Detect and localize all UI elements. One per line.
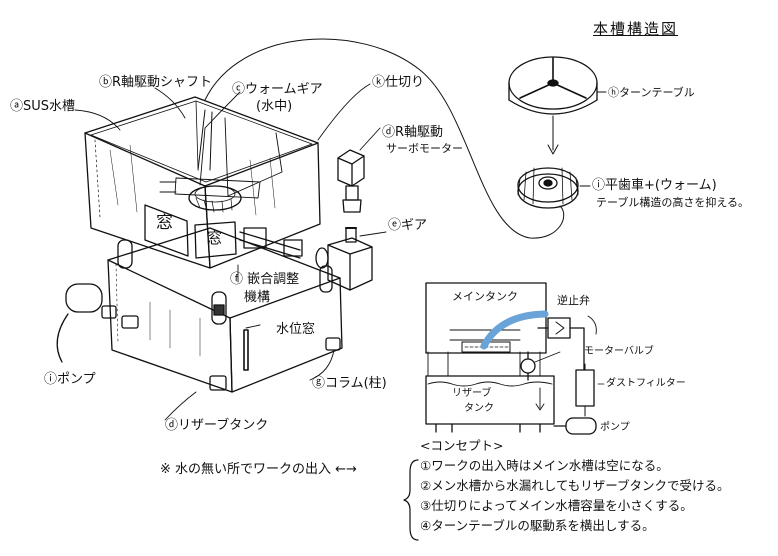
turntable <box>508 56 607 155</box>
label-fitting-mechanism: 機構 <box>244 290 271 305</box>
schematic-dust-filter: ダストフィルター <box>606 378 686 389</box>
label-turntable: ⓗターンテーブル <box>608 86 695 99</box>
diagram-title: 本槽構造図 <box>593 20 679 38</box>
columns <box>117 239 333 325</box>
label-worm-gear-sub: (水中) <box>256 99 293 114</box>
label-servo-motor-sub: サーボモーター <box>386 142 463 155</box>
pump-left <box>56 283 103 363</box>
note-work-entry: ※ 水の無い所でワークの出入 ←→ <box>160 462 357 477</box>
schematic-reserve-1: リザーブ <box>452 388 492 399</box>
concept-item: ②メン水槽から水漏れしてもリザーブタンクで受ける。 <box>420 478 730 493</box>
drive-shaft <box>239 227 329 269</box>
concept-item: ③仕切りによってメイン水槽容量を小さくする。 <box>420 498 693 513</box>
label-pump: ⓘポンプ <box>44 372 96 387</box>
concept-heading: <コンセプト> <box>420 438 504 453</box>
gear-box <box>327 227 373 291</box>
label-spur-gear-note: テーブル構造の高さを抑える。 <box>596 196 750 209</box>
window-char-2: 窓 <box>207 229 223 247</box>
sus-water-tank <box>84 96 321 269</box>
reserve-tank <box>107 227 343 393</box>
label-servo-motor: ⓓR軸駆動 <box>382 125 444 140</box>
label-gear: ⓔギア <box>388 218 428 233</box>
leader-lines <box>74 83 387 421</box>
feet <box>101 305 341 391</box>
label-spur-gear: ⓘ平歯車+(ウォーム) <box>592 178 717 193</box>
schematic-reserve-2: タンク <box>464 403 494 414</box>
concept-item: ①ワークの出入時はメイン水槽は空になる。 <box>420 458 669 473</box>
label-reserve-tank: ⓓリザーブタンク <box>165 418 269 433</box>
concept-block: <コンセプト> ①ワークの出入時はメイン水槽は空になる。 ②メン水槽から水漏れし… <box>420 436 770 536</box>
schematic-motor-valve: モーターバルブ <box>584 346 654 357</box>
label-water-window: 水位窓 <box>276 322 316 337</box>
label-fitting-adjust: ⓕ 嵌合調整 <box>230 272 300 287</box>
servo-motor <box>337 149 365 213</box>
label-partition: ⓚ仕切り <box>372 75 425 90</box>
concept-brace <box>403 459 419 541</box>
window-char-1: 窓 <box>156 213 173 233</box>
label-sus-tank: ⓐSUS水槽 <box>10 99 76 114</box>
spur-gear <box>517 167 591 209</box>
schematic-pump: ポンプ <box>600 422 630 433</box>
label-drive-shaft: ⓑR軸駆動シャフト <box>99 75 213 90</box>
label-worm-gear: ⓒウォームギア <box>232 82 323 97</box>
schematic-check-valve: 逆止弁 <box>557 294 590 307</box>
schematic <box>425 282 605 435</box>
schematic-main-tank: メインタンク <box>452 290 518 303</box>
concept-item: ④ターンテーブルの駆動系を横出しする。 <box>420 518 655 533</box>
label-column: ⓖコラム(柱) <box>312 376 387 391</box>
detail-curve <box>204 38 565 239</box>
